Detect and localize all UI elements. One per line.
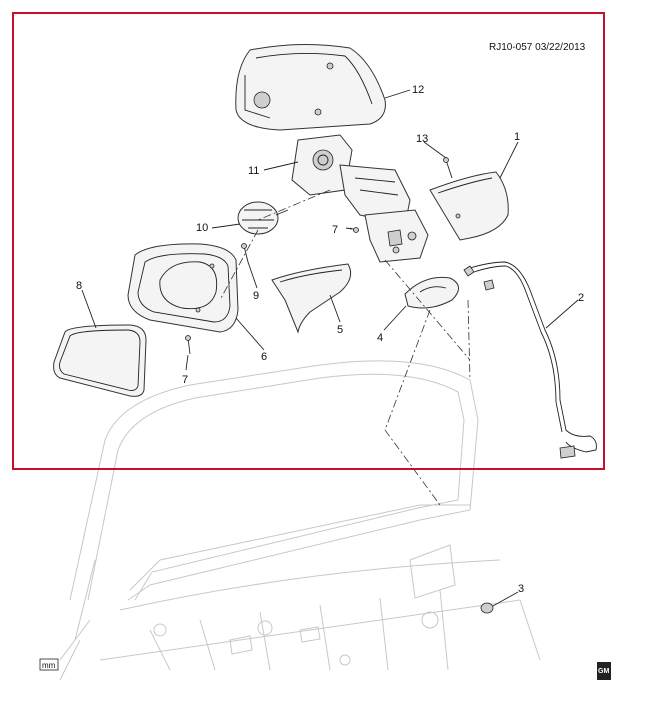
callout-10: 10 <box>196 222 208 234</box>
lower-cover <box>271 263 352 334</box>
callout-12: 12 <box>412 84 424 96</box>
callout-1: 1 <box>514 131 520 143</box>
svg-text:mm: mm <box>42 661 56 670</box>
screw-7-lower <box>185 335 191 355</box>
gm-logo: GM <box>597 662 611 680</box>
mirror-gasket <box>404 276 459 309</box>
assembly-lines <box>219 189 471 506</box>
callout-2: 2 <box>578 292 584 304</box>
mirror-base-mount <box>364 209 429 263</box>
callout-8: 8 <box>76 280 82 292</box>
fastener-3 <box>480 602 494 614</box>
wiring-harness <box>463 261 597 459</box>
callout-6: 6 <box>261 351 267 363</box>
mirror-backing-plate <box>127 243 239 333</box>
callout-13: 13 <box>416 133 428 145</box>
callout-7-upper: 7 <box>332 224 338 236</box>
callout-4: 4 <box>377 332 383 344</box>
screw-7-upper <box>349 227 359 233</box>
callout-9: 9 <box>253 290 259 302</box>
screw-9 <box>241 243 249 263</box>
svg-text:GM: GM <box>598 668 609 675</box>
highlight-frame <box>12 12 605 470</box>
leader-lines <box>81 89 579 607</box>
mirror-motor <box>237 201 289 235</box>
skull-cap-cover <box>429 171 509 241</box>
screw-13 <box>443 157 453 179</box>
callout-7-lower: 7 <box>182 374 188 386</box>
mirror-glass <box>53 324 147 397</box>
callout-5: 5 <box>337 324 343 336</box>
callout-11: 11 <box>248 165 259 177</box>
door-assembly <box>59 360 541 681</box>
mirror-actuator-bracket <box>291 134 411 226</box>
callout-labels: 12 1 13 11 10 7 9 2 8 4 5 6 7 3 <box>76 84 584 595</box>
mirror-housing-cover <box>235 43 386 131</box>
callout-3: 3 <box>518 583 524 595</box>
reference-code: RJ10-057 03/22/2013 <box>489 42 586 53</box>
unit-badge: mm <box>39 658 59 671</box>
